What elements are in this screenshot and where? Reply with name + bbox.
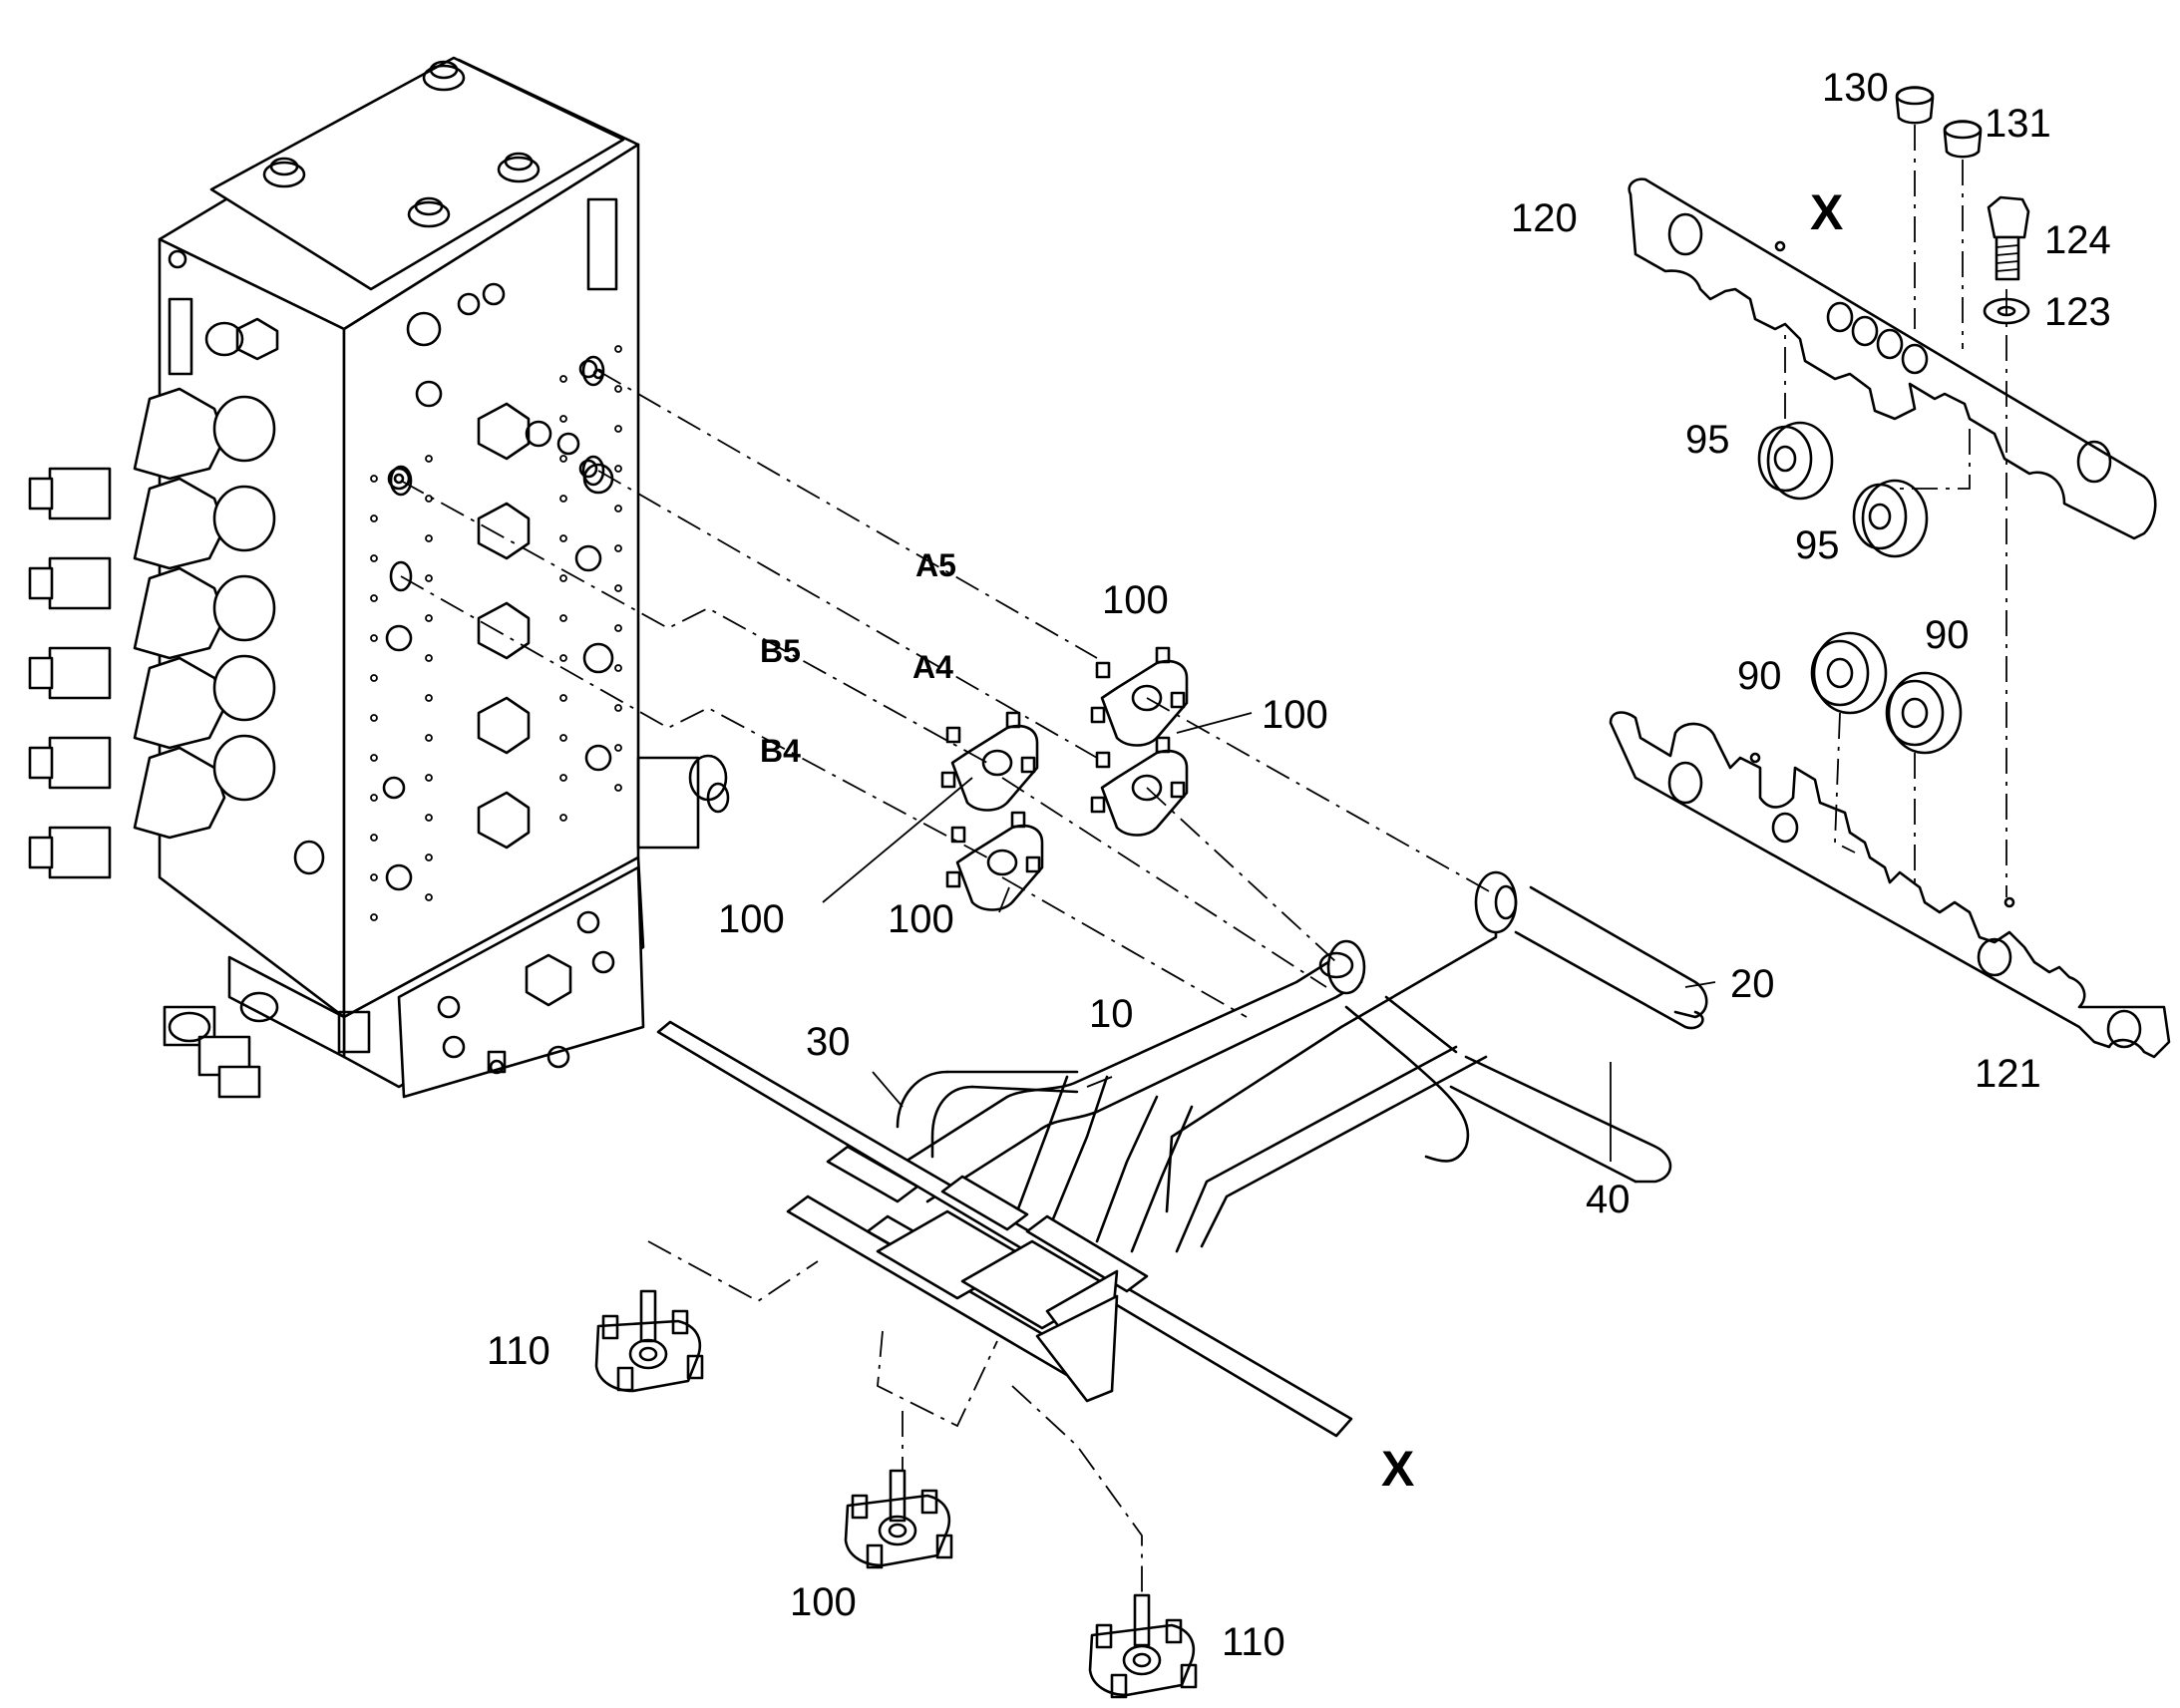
spool-cap-stack — [28, 317, 325, 879]
callout-110-bottom: 110 — [1222, 1620, 1285, 1664]
callout-95-lower: 95 — [1795, 523, 1840, 567]
port-label-a4: A4 — [912, 649, 953, 685]
bushing-90-right — [1885, 671, 1963, 755]
callout-123: 123 — [2044, 290, 2111, 334]
split-flange-100-low — [945, 811, 1044, 911]
callout-20: 20 — [1730, 962, 1775, 1006]
bushing-90-left — [1810, 631, 1888, 715]
bushing-95-upper — [1757, 421, 1834, 501]
callout-90-right: 90 — [1925, 613, 1970, 657]
callout-100-right: 100 — [1262, 693, 1328, 737]
callout-90-left: 90 — [1737, 654, 1782, 698]
hose-pipe-assembly — [656, 870, 1708, 1438]
bushing-95-lower — [1852, 479, 1929, 558]
clamp-plate-121 — [1609, 711, 2171, 1059]
split-flange-110-left — [594, 1289, 704, 1393]
callout-130: 130 — [1822, 66, 1889, 110]
section-mark-x-bottom: X — [1381, 1441, 1414, 1497]
port-labels: A5 B5 A4 B4 — [760, 547, 956, 769]
callout-100-bottom: 100 — [790, 1580, 857, 1624]
section-mark-x-top: X — [1810, 184, 1843, 240]
callout-121: 121 — [1975, 1052, 2041, 1096]
section-marks: X X — [1381, 184, 1843, 1497]
control-valve-block — [28, 56, 730, 1099]
port-label-b4: B4 — [760, 733, 801, 769]
clamp-plate-120 — [1628, 177, 2157, 540]
split-flange-100-upper — [1090, 646, 1189, 747]
callout-110-left: 110 — [487, 1329, 550, 1373]
callout-40: 40 — [1586, 1178, 1631, 1221]
leader-lines — [822, 712, 1716, 1162]
callout-100-mid: 100 — [888, 897, 954, 941]
callout-labels: 130 131 120 124 123 95 95 90 90 121 100 … — [487, 66, 2111, 1664]
split-flange-100-bottom — [844, 1469, 953, 1569]
callout-120: 120 — [1511, 196, 1578, 240]
cap-130 — [1895, 86, 1935, 125]
callout-100-left: 100 — [718, 897, 785, 941]
split-flange-100-mid — [940, 711, 1039, 812]
callout-10: 10 — [1089, 992, 1134, 1036]
bolt-124 — [1987, 195, 2030, 281]
split-flange-110-bottom — [1088, 1593, 1198, 1699]
callout-95-upper: 95 — [1685, 418, 1730, 462]
callout-131: 131 — [1985, 102, 2051, 146]
callout-30: 30 — [806, 1020, 851, 1064]
callout-124: 124 — [2044, 218, 2111, 262]
assembly-centerlines — [400, 125, 2007, 1595]
split-flange-100-right — [1090, 736, 1189, 837]
port-label-a5: A5 — [915, 547, 956, 583]
cap-131 — [1943, 120, 1983, 159]
callout-100-top: 100 — [1102, 578, 1169, 622]
port-label-b5: B5 — [760, 633, 801, 669]
